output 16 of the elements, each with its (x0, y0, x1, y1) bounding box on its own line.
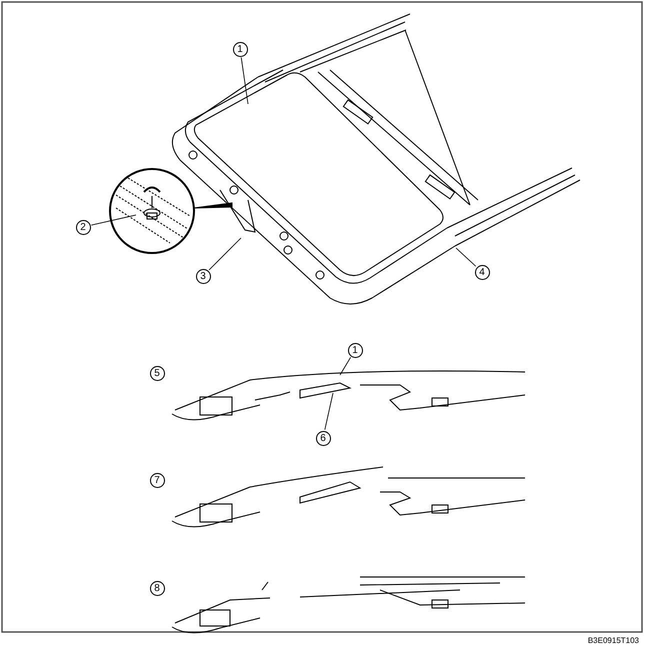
figure-code: B3E0915T103 (588, 636, 639, 645)
leader-line (456, 248, 476, 267)
leader-line (208, 238, 242, 270)
callout-number: 2 (76, 220, 90, 234)
callout-number: 1 (348, 342, 362, 358)
callout-number: 4 (474, 264, 490, 280)
callout-number: 6 (316, 430, 330, 446)
callout-number: 5 (150, 366, 164, 380)
callout-number: 1 (232, 42, 248, 56)
leader-line (90, 214, 136, 226)
callout-number: 8 (150, 580, 164, 596)
leader-line (240, 57, 248, 104)
callout-number: 3 (196, 268, 210, 284)
leader-line (340, 356, 352, 376)
leader-line (324, 392, 334, 430)
callout-number: 7 (150, 472, 164, 488)
